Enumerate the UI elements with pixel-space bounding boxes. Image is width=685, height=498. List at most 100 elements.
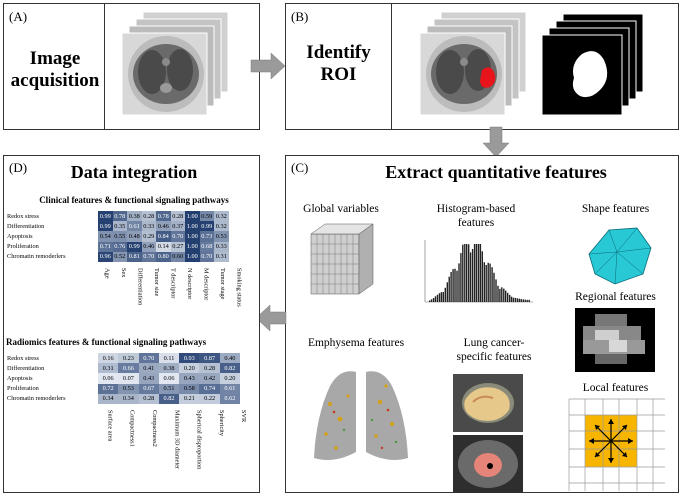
image-acquisition-line2: acquisition [10,69,100,91]
histogram-bar [452,269,454,302]
heatmap-cell: 1.00 [185,231,200,242]
local-neighborhood-grid [568,398,665,491]
heatmap-column-label: Compactness1 [128,410,136,447]
histogram-bar [485,265,487,302]
heatmap-cell: 0.53 [214,231,229,242]
heatmap-cell: 1.00 [185,221,200,232]
data-integration-title: Data integration [70,162,198,182]
heatmap-cell: 0.33 [141,221,156,232]
identify-roi-line1: Identify [306,42,371,63]
histogram-bar [446,282,448,302]
heatmap-cell: 0.34 [118,393,139,404]
heatmap-column-label: Smoking status [235,268,243,307]
heatmap-cell: 0.41 [138,363,159,374]
panel-b: (B) Identify ROI [285,3,679,130]
lung-cancer-features-label: Lung cancer- specific features [434,337,554,365]
heatmap-cell: 0.34 [98,393,119,404]
histogram-bar [479,244,482,302]
histogram-features-line2: features [457,216,495,229]
heatmap-cell: 0.81 [127,251,142,262]
heatmap-cell: 0.73 [199,231,214,242]
histogram-bar [526,299,528,302]
panel-d: (D) Data integration Clinical features &… [3,155,260,493]
histogram-bar [477,244,480,302]
heatmap-cell: 0.96 [98,251,113,262]
heatmap-column-label: Compactness2 [151,410,159,447]
histogram-bar [454,268,456,302]
roi-mask-stack [541,13,644,116]
heatmap-cell: 0.59 [199,211,214,222]
heatmap-column-label: M descriptor [202,268,210,301]
heatmap-cell: 0.62 [219,393,241,404]
heatmap-column-label: Maximum 3D diameter [173,410,181,470]
heatmap-cell: 0.99 [98,221,113,232]
heatmap-column-label: Age [103,268,111,279]
histogram-bar [489,263,491,302]
heatmap-cell: 0.99 [199,221,214,232]
histogram-bar [468,244,470,302]
histogram-bar [432,298,435,302]
histogram-bar [448,276,450,302]
histogram-bar [505,290,507,302]
heatmap-cell: 0.11 [158,353,180,364]
arrow-b-to-c [482,126,510,158]
histogram-bar [458,263,460,302]
global-cube-grid [310,223,374,295]
heatmap-row-label: Chromatin remoderlers [6,251,98,262]
histogram-bar [481,251,483,302]
histogram-bar [528,299,530,302]
heatmap-column-label: N descriptor [186,268,194,300]
image-acquisition-title: Image acquisition [4,48,106,92]
heatmap-cell: 0.78 [112,211,127,222]
histogram-bar [512,297,515,302]
heatmap-cell: 1.00 [185,211,200,222]
heatmap-cell: 0.06 [158,373,180,384]
heatmap-cell: 0.76 [112,241,127,252]
heatmap-column-label: T descriptor [169,268,177,299]
heatmap-cell: 0.37 [170,221,185,232]
histogram-bar [434,296,437,302]
heatmap-cell: 0.82 [158,393,180,404]
lung-cancer-tumor-slice [453,435,523,493]
histogram-bar [469,252,472,302]
heatmap-cell: 0.67 [138,383,159,394]
heatmap-cell: 0.70 [170,231,185,242]
heatmap-cell: 0.78 [156,211,171,222]
heatmap-cell: 0.60 [170,251,185,262]
heatmap-cell: 0.20 [179,363,200,374]
panel-c-label: (C) [291,160,309,175]
panel-a-divider [104,4,105,129]
histogram-bar [450,272,452,302]
panel-c: (C) Extract quantitative features Global… [285,155,679,493]
histogram-bar [524,299,526,302]
arrow-c-to-d [255,304,287,332]
heatmap-column-label: Sex [120,268,128,278]
extract-features-title: Extract quantitative features [385,162,607,182]
identify-roi-title: Identify ROI [286,42,391,86]
heatmap-cell: 0.28 [199,363,220,374]
heatmap-cell: 0.20 [219,373,241,384]
heatmap-cell: 0.43 [179,373,200,384]
ct-roi-image [419,11,527,116]
shape-features-label: Shape features [581,203,650,215]
histogram-bar [430,299,433,302]
arrow-a-to-b [250,52,286,80]
heatmap-cell: 0.28 [170,211,185,222]
heatmap-cell: 0.68 [199,241,214,252]
heatmap-cell: 0.32 [214,221,229,232]
histogram-bar [501,287,503,302]
histogram-bar [509,294,511,302]
heatmap-cell: 0.21 [179,393,200,404]
heatmap-cell: 0.33 [214,241,229,252]
histogram-bar [442,292,444,302]
histogram-bar [440,292,443,302]
panel-b-divider [391,4,392,129]
